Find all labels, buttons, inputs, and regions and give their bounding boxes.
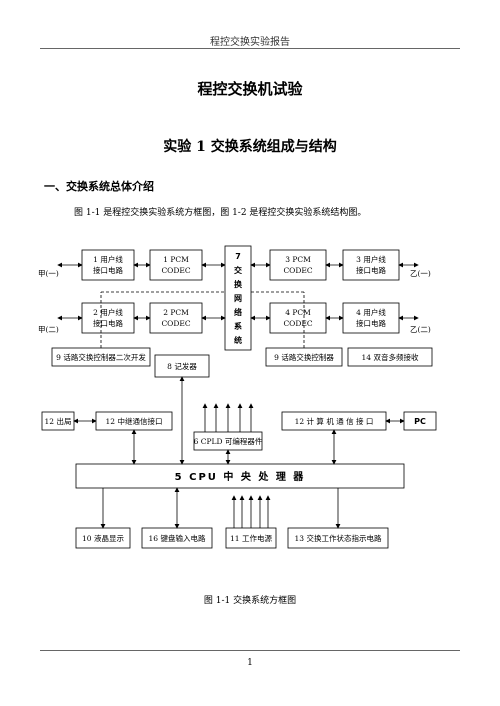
svg-text:PC: PC	[414, 417, 426, 426]
box-user-line-2	[81, 302, 135, 334]
header-rule	[40, 48, 460, 49]
box-user-line-1	[81, 249, 135, 281]
svg-text:2 用户线: 2 用户线	[93, 307, 123, 317]
svg-text:3 用户线: 3 用户线	[356, 254, 386, 264]
box-switch-network	[224, 245, 252, 351]
box-pcm-2	[149, 302, 203, 334]
svg-text:7: 7	[235, 252, 241, 261]
svg-text:接口电路: 接口电路	[356, 318, 386, 328]
page-title: 程控交换机试验	[197, 80, 303, 98]
box1-l2: 接口电路	[93, 265, 123, 275]
svg-text:16 键盘输入电路: 16 键盘输入电路	[149, 533, 206, 543]
box-user-line-3	[342, 249, 400, 281]
page-number: 1	[247, 658, 253, 668]
svg-text:接口电路: 接口电路	[356, 265, 386, 275]
label-yi2: 乙(二)	[410, 325, 431, 334]
svg-text:接口电路: 接口电路	[93, 318, 123, 328]
experiment-title: 实验 1 交换系统组成与结构	[163, 139, 337, 155]
label-jia1: 甲(一)	[38, 269, 59, 278]
label-yi1: 乙(一)	[410, 269, 431, 278]
svg-text:6 CPLD 可编程器件: 6 CPLD 可编程器件	[194, 436, 263, 446]
figure-caption: 图 1-1 交换系统方框图	[203, 596, 297, 606]
svg-text:8 记发器: 8 记发器	[167, 361, 197, 371]
svg-text:网: 网	[234, 294, 242, 303]
svg-text:换: 换	[234, 279, 243, 289]
svg-text:CODEC: CODEC	[161, 319, 190, 328]
svg-text:14 双音多频接收: 14 双音多频接收	[362, 352, 419, 362]
svg-text:9 话路交换控制器: 9 话路交换控制器	[274, 352, 334, 362]
footer-rule	[40, 650, 460, 651]
svg-text:13 交换工作状态指示电路: 13 交换工作状态指示电路	[295, 533, 382, 543]
svg-text:统: 统	[234, 335, 242, 345]
svg-text:10 液晶显示: 10 液晶显示	[82, 533, 124, 543]
box-user-line-4	[342, 302, 400, 334]
svg-text:CODEC: CODEC	[161, 266, 190, 275]
svg-text:络: 络	[234, 307, 242, 317]
box-dtmf	[347, 347, 433, 367]
page-header: 程控交换实验报告	[210, 37, 290, 48]
svg-text:系: 系	[234, 321, 242, 331]
box-pc	[403, 411, 437, 431]
svg-text:12 出局: 12 出局	[45, 416, 72, 426]
svg-text:1 PCM: 1 PCM	[163, 255, 189, 264]
svg-text:交: 交	[234, 265, 242, 275]
box1-l1: 1 用户线	[93, 254, 123, 264]
svg-text:3 PCM: 3 PCM	[285, 255, 311, 264]
svg-text:11 工作电源: 11 工作电源	[230, 533, 272, 543]
box-pcm-4	[269, 302, 327, 334]
svg-text:2 PCM: 2 PCM	[163, 308, 189, 317]
svg-text:12 计 算 机 通 信 接 口: 12 计 算 机 通 信 接 口	[295, 416, 374, 426]
svg-text:5 CPU 中 央 处 理 器: 5 CPU 中 央 处 理 器	[175, 470, 306, 483]
svg-text:CODEC: CODEC	[283, 319, 312, 328]
svg-text:4 用户线: 4 用户线	[356, 307, 386, 317]
svg-text:4 PCM: 4 PCM	[285, 308, 311, 317]
svg-text:12 中继通信接口: 12 中继通信接口	[106, 416, 163, 426]
section-heading: 一、交换系统总体介绍	[44, 180, 154, 193]
label-jia2: 甲(二)	[38, 325, 59, 334]
svg-text:CODEC: CODEC	[283, 266, 312, 275]
svg-text:9 话路交换控制器二次开发: 9 话路交换控制器二次开发	[56, 352, 146, 362]
box-cpu	[75, 463, 405, 489]
intro-paragraph: 图 1-1 是程控交换实验系统方框图，图 1-2 是程控交换实验系统结构图。	[74, 208, 367, 218]
